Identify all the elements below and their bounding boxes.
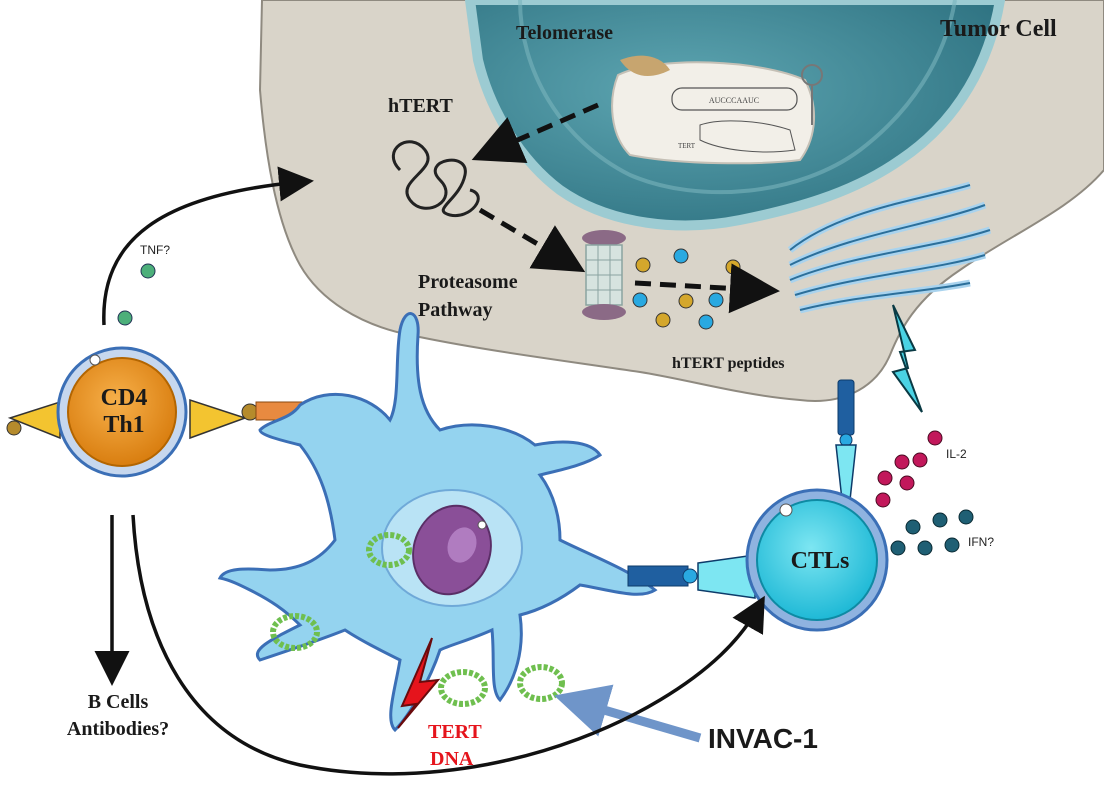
ctl-lightning-bolt (891, 304, 923, 413)
il2-label: IL-2 (946, 447, 967, 461)
arrow-telomerase-to-htert (471, 102, 599, 163)
telomerase-rna-label: AUCCCAAUC (709, 96, 759, 105)
htert-label: hTERT (388, 95, 454, 117)
dc-ctl-connector-joint (682, 568, 698, 584)
ctl-cell (745, 488, 889, 632)
nuclear-envelope-inner (518, 0, 957, 195)
htert-peptides-label: hTERT peptides (672, 355, 785, 372)
proteasome-label-line2: Pathway (418, 299, 492, 321)
plasmids (270, 532, 565, 707)
tnf-dot-1 (140, 263, 156, 279)
tumor-mhc-antigen (839, 433, 853, 447)
ctl-receptor-top (835, 444, 857, 501)
dendritic-white-dot (477, 520, 487, 530)
invac-label: INVAC-1 (708, 723, 818, 754)
telomerase-complex: AUCCCAAUC TERT (611, 55, 823, 165)
cd4-label-line1: CD4 (101, 385, 148, 411)
cd4-label-line2: Th1 (103, 412, 144, 438)
dc-ctl-connector-dark (627, 565, 689, 587)
invac-arrow (554, 684, 702, 743)
telomerase-tert-label: TERT (678, 142, 696, 150)
tert-dna-lightning (397, 637, 441, 729)
tert-dna-label-line1: TERT (428, 721, 482, 743)
dendritic-nucleolus (447, 527, 477, 563)
tnf-dot-2 (117, 310, 133, 326)
arrow-cd4-to-ctl (131, 514, 765, 776)
bcells-label-line1: B Cells (88, 691, 149, 713)
cd4-th1-cell (6, 346, 259, 478)
il2-dots (875, 430, 943, 508)
arrow-proteasome-to-golgi (634, 263, 780, 314)
tumor-cell-label: Tumor Cell (940, 16, 1057, 42)
tnf-label: TNF? (140, 243, 170, 257)
ifn-dots (890, 509, 974, 556)
proteasome-label-line1: Proteasome (418, 271, 518, 293)
tumor-mhc-receptor (837, 379, 855, 436)
htert-protein-squiggle (391, 140, 480, 218)
arrow-htert-to-proteasome (478, 207, 586, 273)
telomerase-label: Telomerase (516, 22, 613, 44)
golgi-apparatus (787, 181, 992, 314)
ifn-label: IFN? (968, 535, 994, 549)
tert-dna-label-line2: DNA (430, 748, 474, 770)
ctls-label: CTLs (791, 548, 850, 574)
arrow-cd4-to-tumor (102, 166, 314, 326)
proteasome (582, 230, 626, 320)
bcells-label-line2: Antibodies? (67, 718, 169, 740)
